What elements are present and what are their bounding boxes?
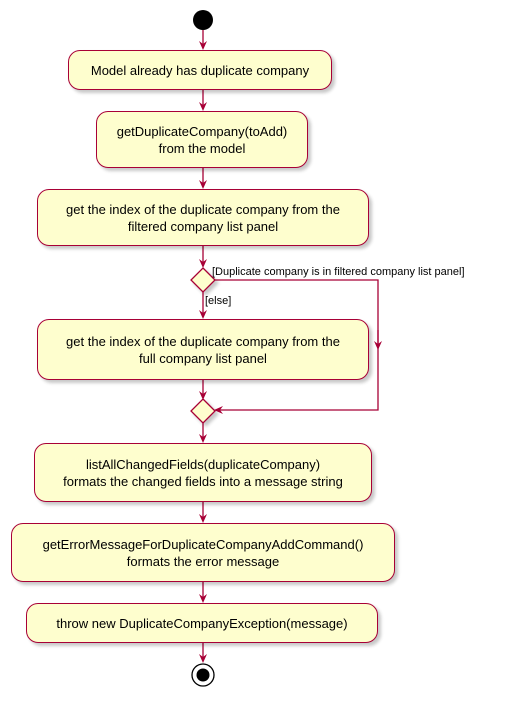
activity-model-has-duplicate: Model already has duplicate company	[68, 50, 332, 90]
arrowhead	[199, 434, 207, 443]
end-node-outer	[191, 663, 215, 687]
arrowhead	[214, 406, 223, 414]
guard-label-else: [else]	[205, 295, 232, 307]
activity-text: full company list panel	[139, 350, 267, 366]
arrowhead	[199, 654, 207, 663]
arrowhead	[199, 594, 207, 603]
start-node	[193, 10, 213, 30]
activity-text: filtered company list panel	[127, 218, 279, 234]
activity-get-index-filtered: get the index of the duplicate company f…	[37, 189, 369, 246]
activity-text: getDuplicateCompany(toAdd)	[116, 123, 288, 139]
activity-get-duplicate-company: getDuplicateCompany(toAdd) from the mode…	[96, 111, 308, 168]
activity-text: getErrorMessageForDuplicateCompanyAddCom…	[42, 536, 364, 552]
activity-text: formats the error message	[126, 553, 280, 569]
guard-label-then: [Duplicate company is in filtered compan…	[212, 266, 465, 278]
activity-text: throw new DuplicateCompanyException(mess…	[56, 615, 348, 631]
activity-text: from the model	[158, 140, 246, 156]
arrowhead	[199, 514, 207, 523]
arrowhead	[199, 102, 207, 111]
arrowhead	[199, 41, 207, 50]
activity-throw-exception: throw new DuplicateCompanyException(mess…	[26, 603, 378, 643]
activity-text: get the index of the duplicate company f…	[66, 201, 340, 217]
decision-node	[190, 267, 216, 293]
activity-get-index-full: get the index of the duplicate company f…	[37, 319, 369, 380]
arrowhead	[199, 180, 207, 189]
activity-list-all-changed-fields: listAllChangedFields(duplicateCompany) f…	[34, 443, 372, 502]
arrowhead	[199, 310, 207, 319]
arrowhead	[199, 391, 207, 400]
end-node-inner	[196, 668, 210, 682]
arrowheads	[199, 41, 382, 663]
activity-text: formats the changed fields into a messag…	[63, 473, 343, 489]
activity-text: get the index of the duplicate company f…	[66, 333, 340, 349]
arrowhead	[199, 259, 207, 268]
arrowhead	[374, 341, 382, 350]
activity-get-error-message: getErrorMessageForDuplicateCompanyAddCom…	[11, 523, 395, 582]
merge-node	[190, 398, 216, 424]
activity-text: listAllChangedFields(duplicateCompany)	[85, 456, 321, 472]
activity-text: Model already has duplicate company	[90, 62, 310, 78]
